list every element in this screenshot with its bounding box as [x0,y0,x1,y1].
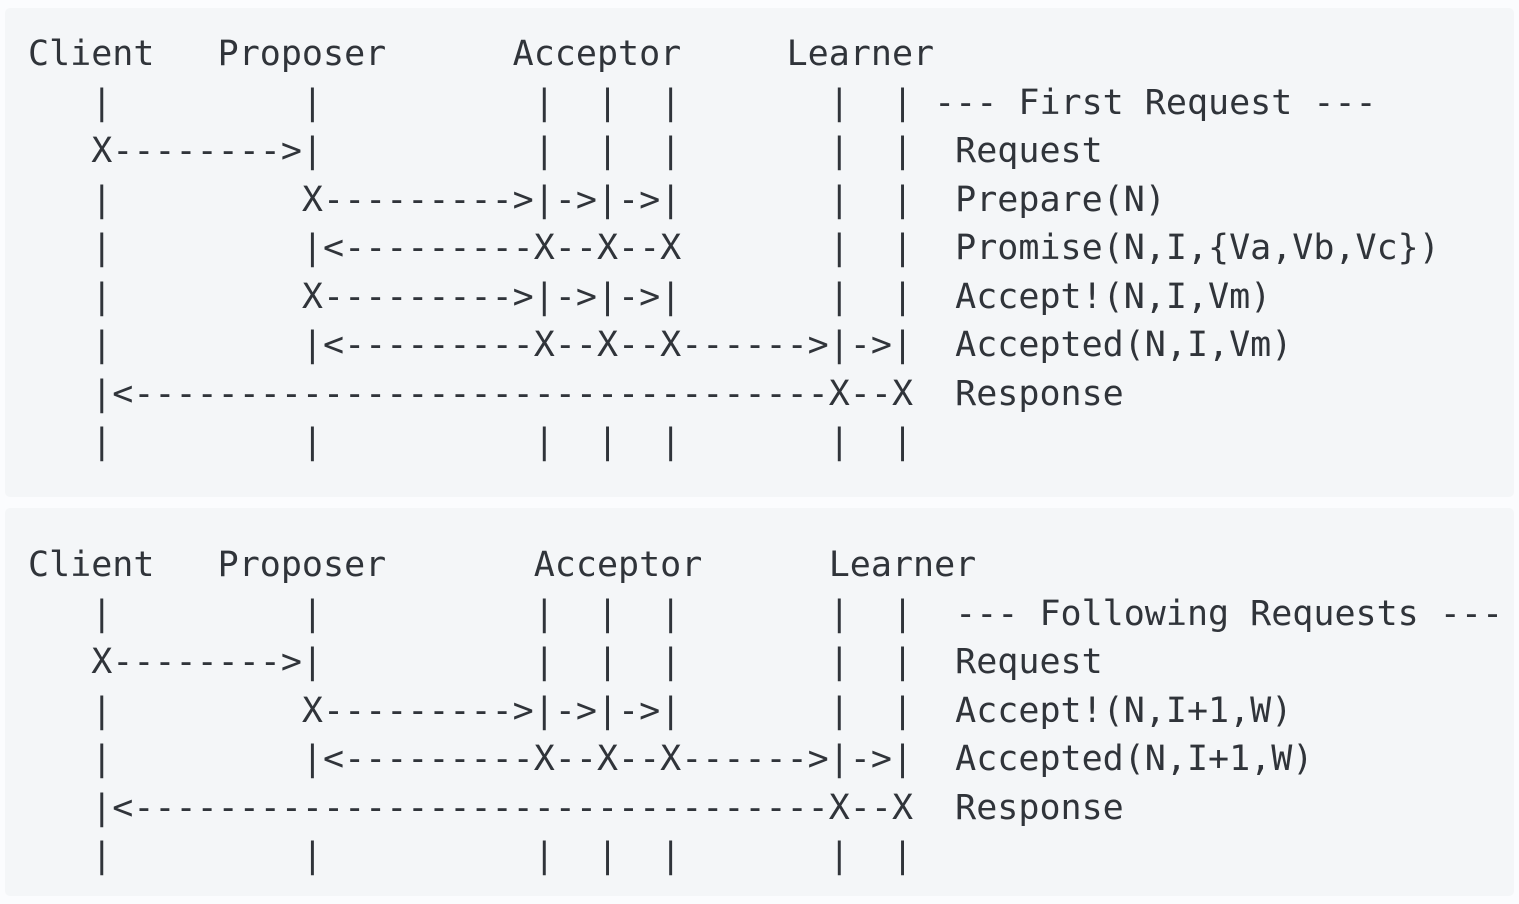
first-request-sequence-diagram: Client Proposer Acceptor Learner | | | |… [5,8,1514,497]
following-requests-sequence-diagram: Client Proposer Acceptor Learner | | | |… [5,508,1514,896]
